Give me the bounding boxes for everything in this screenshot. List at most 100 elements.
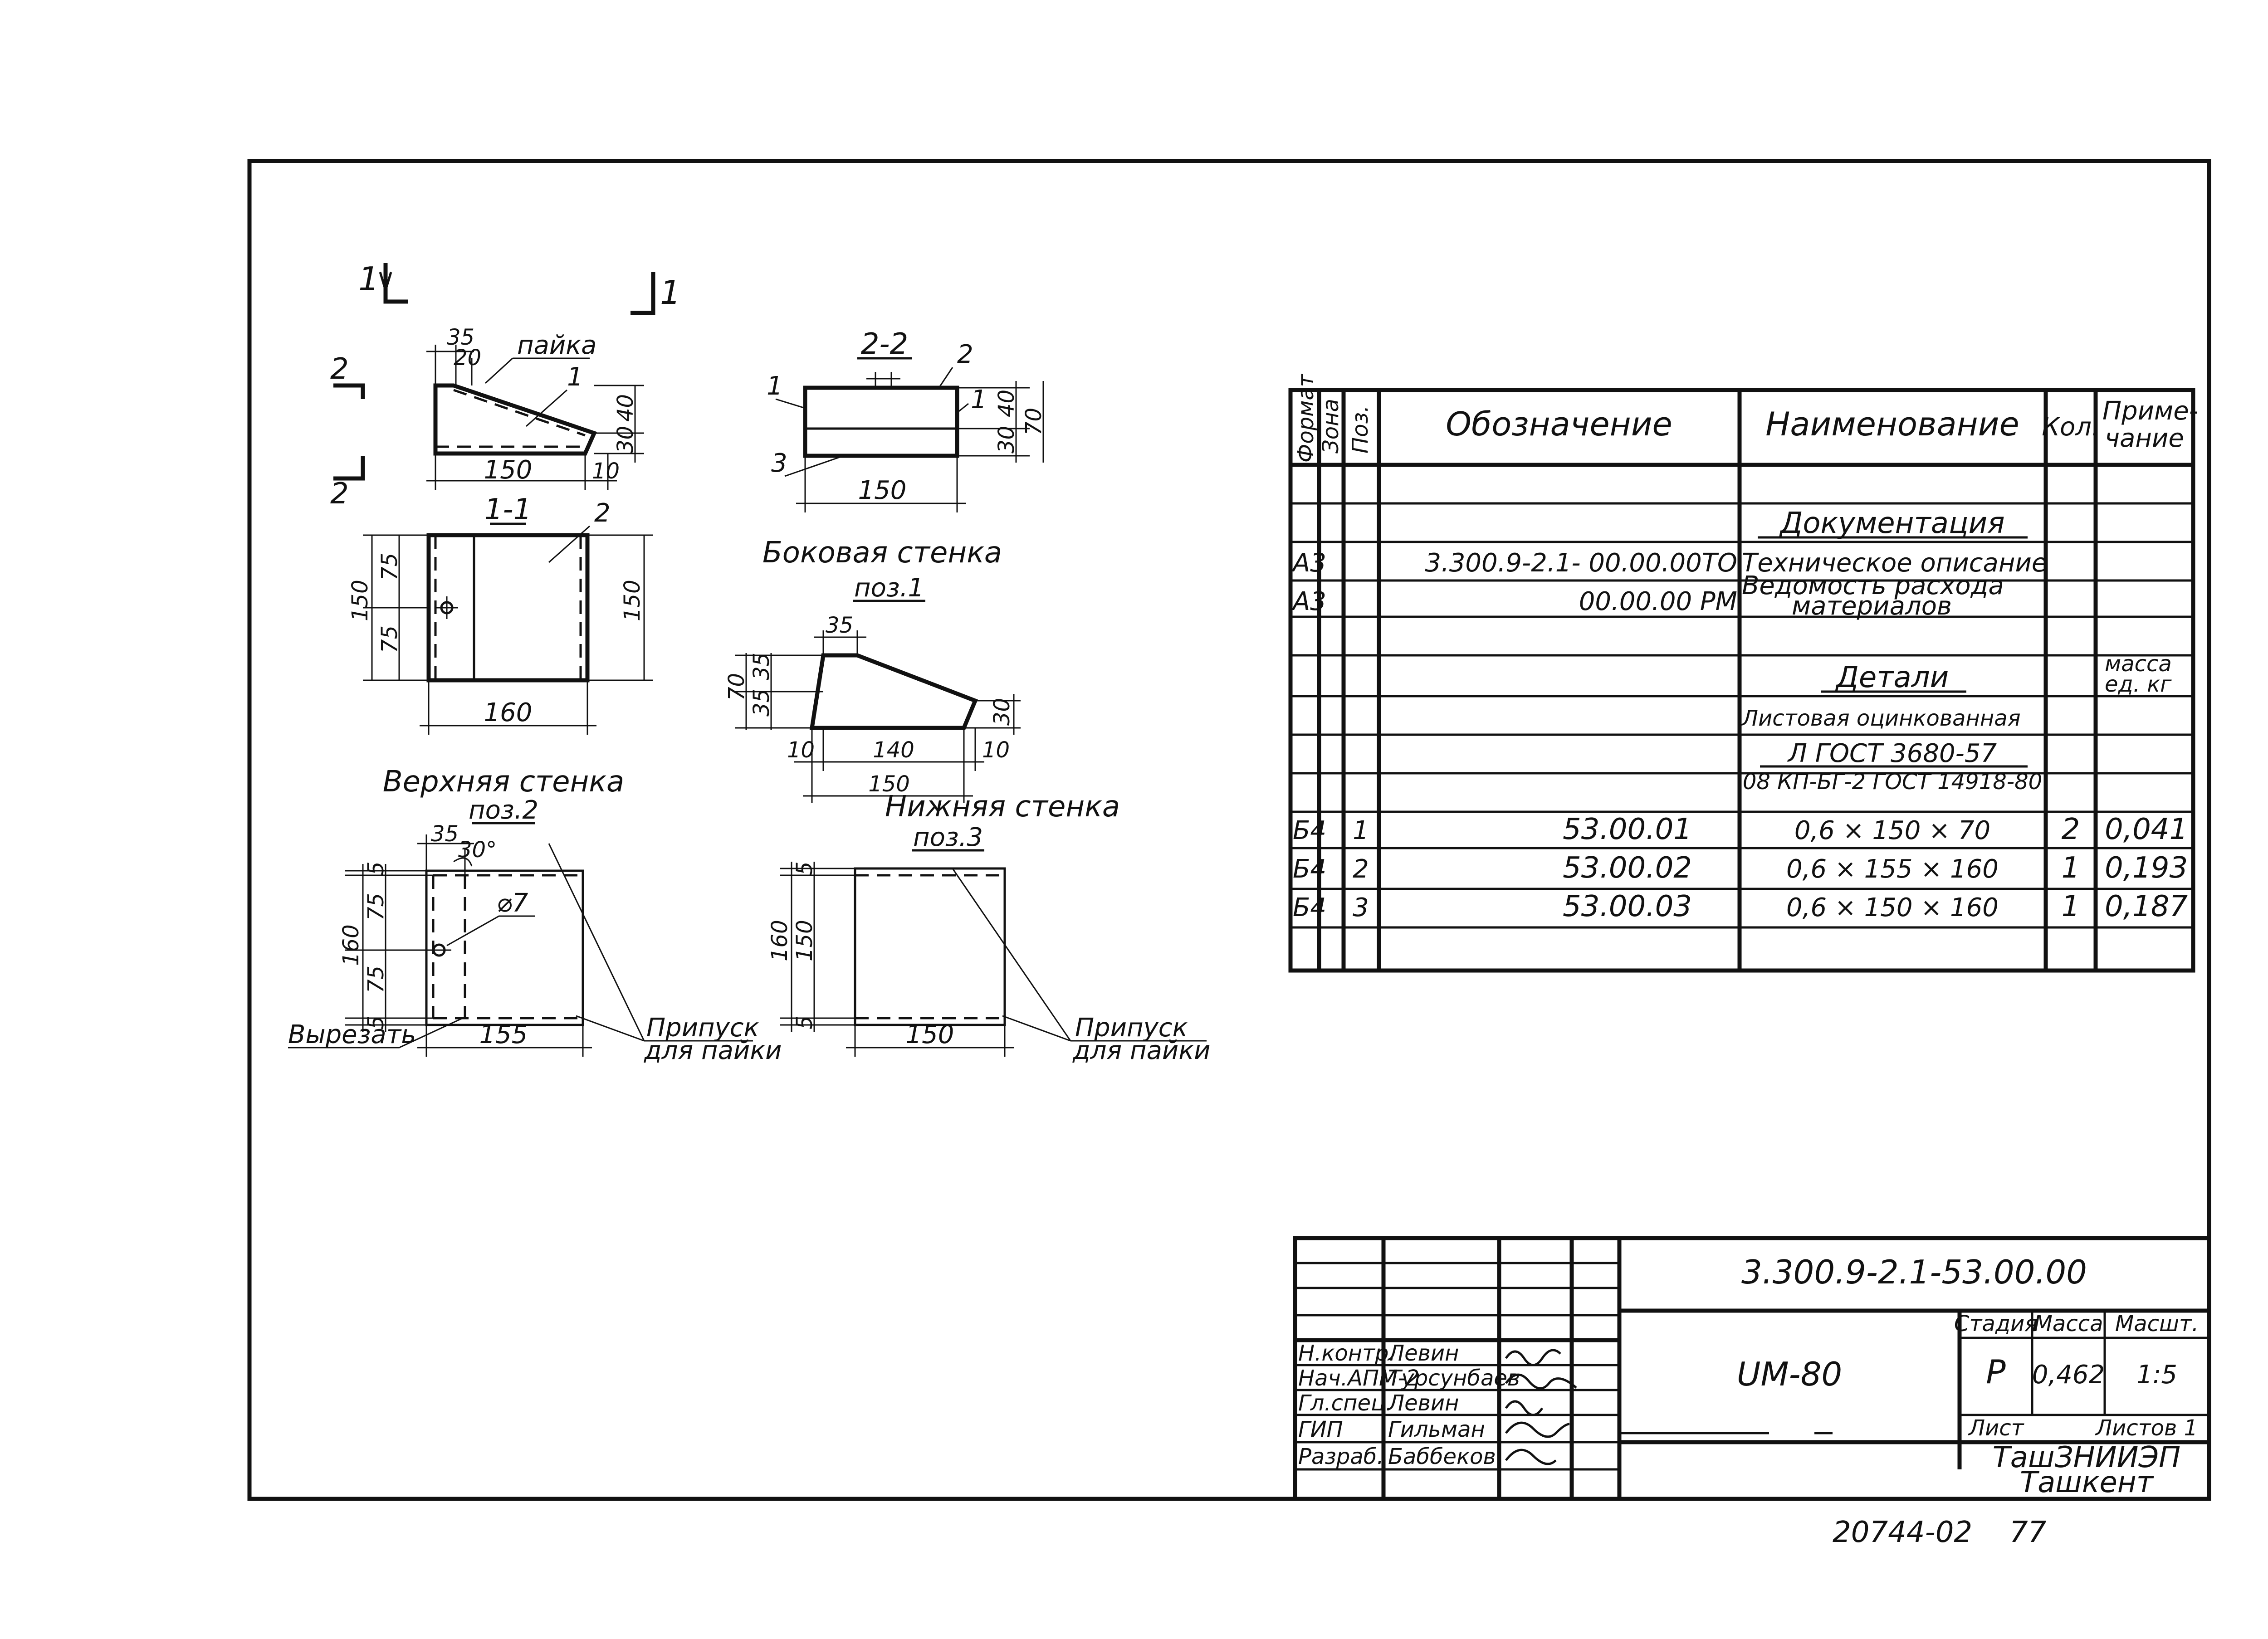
name-2: Турсунбаев xyxy=(1388,1366,1520,1391)
section-mark-2-top: 2 xyxy=(330,352,365,399)
scale-label: Масшт. xyxy=(2115,1311,2199,1337)
dim-75-a: 75 xyxy=(377,553,402,580)
doc-row1-designation: 3.300.9-2.1- 00.00.00ТО xyxy=(1425,548,1737,578)
name-4: Гильман xyxy=(1388,1417,1485,1442)
dim-20: 20 xyxy=(454,345,481,371)
upper-wall-view: Верхняя стенка поз.2 ⌀7 35 30° 5 75 75 1… xyxy=(288,765,782,1065)
org-name: ТашЗНИИЭП xyxy=(1993,1441,2181,1474)
doc-row2-designation: 00.00.00 РМ xyxy=(1579,587,1737,616)
part2-note: 0,193 xyxy=(2105,851,2188,885)
name-1: Левин xyxy=(1387,1341,1459,1366)
section-2-2-view: 2-2 2 1 1 3 40 30 70 150 xyxy=(767,327,1046,512)
header-designation: Обозначение xyxy=(1446,405,1672,443)
product-name: UМ-80 xyxy=(1737,1355,1842,1393)
header-format: Формат xyxy=(1293,373,1319,463)
signature-scribbles xyxy=(1505,1349,1577,1465)
sw-dim-10-b: 10 xyxy=(982,737,1010,763)
uw-dim-160: 160 xyxy=(338,924,364,966)
name-5: Баббеков xyxy=(1388,1444,1496,1469)
section-parts: Детали xyxy=(1835,661,1949,694)
dim-40: 40 xyxy=(613,394,638,422)
sw-dim-70: 70 xyxy=(724,673,749,701)
section-1-1-view: 1-1 2 75 75 150 150 160 xyxy=(347,493,653,735)
section-mark-1-right: 1 xyxy=(631,272,681,315)
doc-row1-name: Техническое описание xyxy=(1742,548,2047,578)
uw-dim-75-b: 75 xyxy=(363,966,389,993)
uw-dim-30deg: 30° xyxy=(458,837,497,863)
mass-value: 0,462 xyxy=(2032,1360,2105,1390)
doc-row1-format: A3 xyxy=(1291,548,1326,578)
title-block: 3.300.9-2.1-53.00.00 UМ-80 Стадия Масса … xyxy=(1293,1236,2211,1501)
upper-wall-pos: поз.2 xyxy=(469,795,538,825)
dim-150-top: 150 xyxy=(484,455,533,485)
doc-row2-name-2: материалов xyxy=(1792,591,1952,621)
doc-row2-format: A3 xyxy=(1291,587,1326,616)
s22-dim-70: 70 xyxy=(1021,408,1046,435)
lw-dim-5-top: 5 xyxy=(792,861,817,875)
section-1-1-title: 1-1 xyxy=(484,493,532,527)
side-wall-pos: поз.1 xyxy=(854,573,924,603)
part1-pos: 1 xyxy=(1353,816,1369,845)
mass-label: Масса xyxy=(2033,1311,2103,1337)
sw-dim-35-top: 35 xyxy=(826,613,853,638)
s22-dim-30: 30 xyxy=(994,426,1019,454)
section-mark-1-left: 1 xyxy=(358,260,408,304)
role-4: ГИП xyxy=(1298,1417,1343,1442)
uw-dim-hole: ⌀7 xyxy=(497,888,528,918)
sw-dim-30: 30 xyxy=(989,698,1015,726)
dim-75-b: 75 xyxy=(377,625,402,653)
lw-dim-150-bottom: 150 xyxy=(906,1020,954,1049)
part3-format: Б4 xyxy=(1293,893,1326,922)
solder-label: пайка xyxy=(517,331,596,360)
dim-35: 35 xyxy=(447,325,474,350)
part3-designation: 53.00.03 xyxy=(1563,890,1692,923)
part-row-2: Б4 2 53.00.02 0,6 × 155 × 160 1 0,193 xyxy=(1293,851,2188,885)
sheets-label: Листов 1 xyxy=(2095,1415,2198,1441)
material-1: Листовая оцинкованная xyxy=(1741,706,2021,731)
archive-number: 20744-02 xyxy=(1833,1516,1972,1549)
lw-dim-5-bottom: 5 xyxy=(792,1015,817,1029)
role-3: Гл.спец. xyxy=(1298,1390,1393,1416)
material-3: 08 КП-БГ-2 ГОСТ 14918-80 xyxy=(1743,769,2042,795)
header-qty: Кол. xyxy=(2042,412,2100,442)
allowance-label-1: Припуск xyxy=(646,1013,759,1043)
sheet-label: Лист xyxy=(1968,1415,2025,1441)
side-wall-view: Боковая стенка поз.1 35 35 35 70 30 140 … xyxy=(724,536,1021,803)
lower-wall-pos: поз.3 xyxy=(913,823,983,852)
section-2-2-title: 2-2 xyxy=(861,327,909,361)
sw-dim-10-a: 10 xyxy=(787,737,815,763)
stage-label: Стадия xyxy=(1954,1311,2038,1337)
name-3: Левин xyxy=(1387,1390,1459,1416)
section-2-label-bottom: 2 xyxy=(330,477,349,511)
dim-150-right: 150 xyxy=(620,580,645,621)
dim-30: 30 xyxy=(613,426,638,454)
s22-pos1-right: 1 xyxy=(971,385,987,415)
part3-name: 0,6 × 150 × 160 xyxy=(1786,893,1999,922)
uw-dim-5-bottom: 5 xyxy=(363,1015,389,1029)
header-note-2: чание xyxy=(2105,424,2184,453)
s22-dim-40: 40 xyxy=(994,390,1019,417)
section-1-label-left: 1 xyxy=(358,260,379,298)
part1-name: 0,6 × 150 × 70 xyxy=(1794,816,1990,845)
section-mark-2-bottom: 2 xyxy=(330,456,365,511)
scale-value: 1:5 xyxy=(2136,1360,2177,1390)
part3-qty: 1 xyxy=(2062,890,2080,923)
part2-designation: 53.00.02 xyxy=(1563,851,1692,885)
uw-dim-5-top: 5 xyxy=(363,861,389,875)
doc-number: 3.300.9-2.1-53.00.00 xyxy=(1741,1253,2087,1291)
header-note-1: Приме- xyxy=(2102,396,2198,426)
header-name: Наименование xyxy=(1765,405,2019,443)
part1-note: 0,041 xyxy=(2105,813,2188,846)
role-2: Нач.АПМ-2 xyxy=(1298,1366,1419,1391)
page-number: 77 xyxy=(2009,1516,2047,1549)
mass-note-2: ед. кг xyxy=(2105,672,2172,697)
role-5: Разраб. xyxy=(1298,1444,1384,1469)
lw-dim-160: 160 xyxy=(767,920,792,961)
top-view-wedge: 35 20 пайка 1 40 30 150 10 xyxy=(426,325,644,490)
part1-designation: 53.00.01 xyxy=(1563,813,1692,846)
cut-label: Вырезать xyxy=(288,1020,416,1049)
part1-qty: 2 xyxy=(2062,813,2080,846)
part2-name: 0,6 × 155 × 160 xyxy=(1786,854,1999,884)
pos2-callout: 2 xyxy=(594,498,611,528)
header-pos: Поз. xyxy=(1348,405,1373,454)
